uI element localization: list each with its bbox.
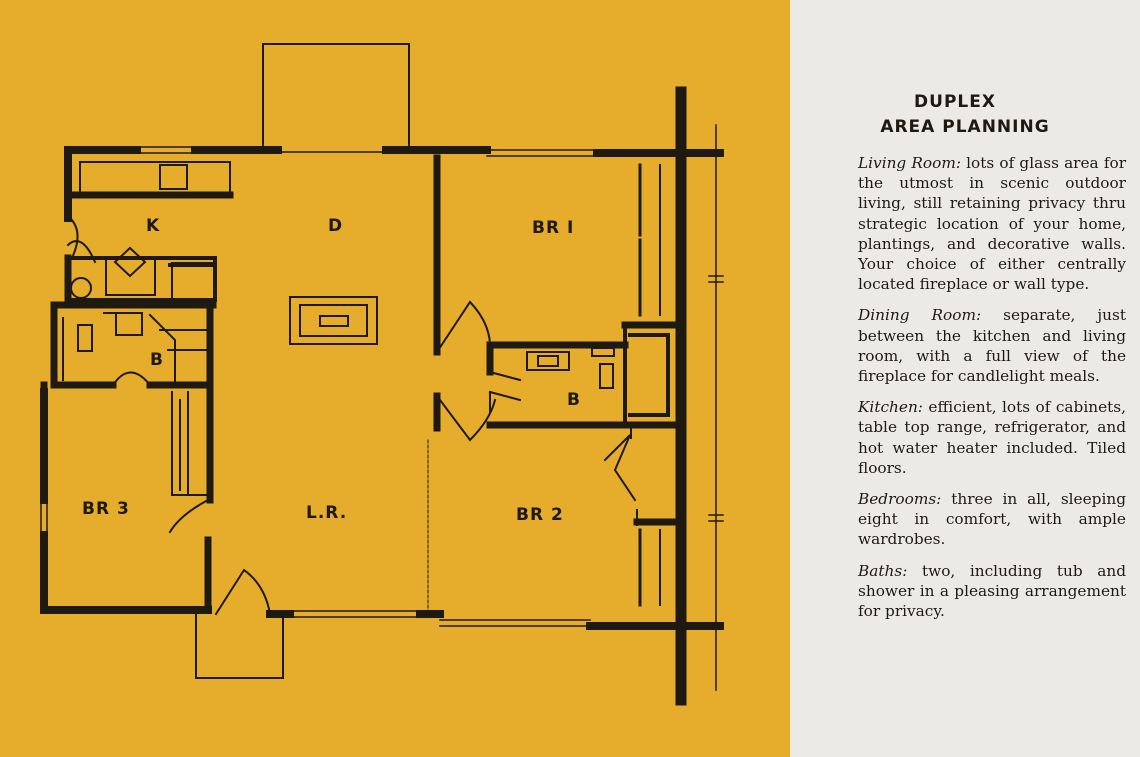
description-term: Bedrooms: xyxy=(858,490,942,509)
description-panel: DUPLEX AREA PLANNING Living Room: lots o… xyxy=(790,0,1140,757)
description-text: lots of glass area for the utmost in sce… xyxy=(858,154,1127,294)
heading-line-1: DUPLEX xyxy=(914,92,996,112)
description-term: Dining Room: xyxy=(858,306,982,325)
description-bedrooms: Bedrooms: three in all, sleeping eight i… xyxy=(858,489,1126,550)
heading-line-2: AREA PLANNING xyxy=(880,117,1050,137)
exterior-walls xyxy=(40,86,724,706)
description-term: Living Room: xyxy=(858,154,961,172)
description-baths: Baths: two, including tub and shower in … xyxy=(858,561,1126,622)
description-text: separate, just between the kitchen and l… xyxy=(858,306,1126,386)
closet-br3 xyxy=(171,391,211,496)
patio-outline-bottom xyxy=(195,613,284,679)
room-label-dining: D xyxy=(328,216,343,236)
description-living-room: Living Room: lots of glass area for the … xyxy=(858,153,1126,294)
room-label-kitchen: K xyxy=(146,216,160,236)
window-lines xyxy=(40,146,598,627)
bath-right-fixtures xyxy=(526,347,615,389)
description-text: two, including tub and shower in a pleas… xyxy=(858,561,1126,621)
room-label-bedroom3: BR 3 xyxy=(82,499,130,519)
kitchen-counters xyxy=(66,161,231,300)
description-text: efficient, lots of cabinets, table top r… xyxy=(858,398,1126,477)
description-list: Living Room: lots of glass area for the … xyxy=(858,153,1126,632)
patio-outline-top xyxy=(262,43,410,151)
room-label-bath-right: B xyxy=(567,390,581,410)
description-dining-room: Dining Room: separate, just between the … xyxy=(858,305,1126,386)
floor-plan-panel: K D BR I B B BR 3 L.R. BR 2 xyxy=(0,0,790,757)
description-text: three in all, sleeping eight in comfort,… xyxy=(858,490,1126,549)
interior-walls xyxy=(40,154,685,614)
room-label-bedroom2: BR 2 xyxy=(516,505,564,525)
description-term: Baths: xyxy=(858,561,908,580)
dimension-line xyxy=(708,124,724,691)
description-kitchen: Kitchen: efficient, lots of cabinets, ta… xyxy=(858,397,1126,478)
fireplace xyxy=(289,296,378,345)
room-label-bedroom1: BR I xyxy=(532,218,574,238)
room-label-bath-left: B xyxy=(150,350,164,370)
door-swings xyxy=(68,216,638,616)
page-heading: DUPLEX AREA PLANNING xyxy=(790,90,1140,140)
room-label-living: L.R. xyxy=(306,503,347,523)
floor-plan-drawing: K D BR I B B BR 3 L.R. BR 2 xyxy=(40,43,724,706)
bath-left-fixtures xyxy=(62,312,211,387)
description-term: Kitchen: xyxy=(858,398,923,417)
